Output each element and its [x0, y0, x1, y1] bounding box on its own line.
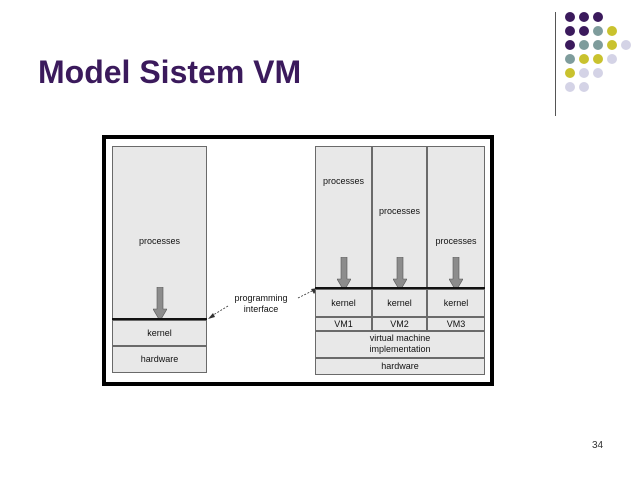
left-kernel-label: kernel — [147, 328, 172, 338]
left-processes-label: processes — [138, 236, 181, 246]
vm-model-diagram: processes kernel hardware programming in… — [102, 135, 494, 386]
decorative-dot — [565, 82, 575, 92]
vm2-call-arrow-icon — [393, 257, 407, 291]
decorative-dot — [579, 82, 589, 92]
right-hardware-box — [315, 358, 485, 375]
vm2-label: VM2 — [390, 319, 409, 329]
vm2-kernel-label: kernel — [387, 298, 412, 308]
decorative-dot — [565, 68, 575, 78]
vm2-label-box — [372, 317, 427, 331]
vm-implementation-box — [315, 331, 485, 358]
left-call-arrow-icon — [153, 287, 167, 321]
diagram-canvas: processes kernel hardware programming in… — [106, 139, 490, 382]
decorative-dot-grid — [565, 10, 635, 105]
vm3-kernel-label: kernel — [443, 298, 469, 308]
vm3-label-box — [427, 317, 485, 331]
right-hardware-label: hardware — [381, 361, 419, 371]
decorative-dot — [621, 40, 631, 50]
programming-interface-line2: interface — [243, 304, 279, 314]
programming-interface-line1: programming — [234, 293, 288, 303]
vm1-label-box — [315, 317, 372, 331]
decorative-dot — [593, 26, 603, 36]
interface-pointer-arrows-icon — [208, 288, 318, 319]
decorative-dot — [579, 40, 589, 50]
vm-implementation-line1: virtual machine — [369, 333, 431, 343]
vm1-processes-label: processes — [322, 176, 365, 186]
vm-implementation-line2: implementation — [369, 344, 431, 354]
left-hardware-label: hardware — [140, 354, 179, 364]
decorative-dot — [593, 68, 603, 78]
vm3-call-arrow-icon — [449, 257, 463, 291]
left-interface-line — [112, 318, 207, 320]
left-kernel-box — [112, 320, 207, 346]
vm1-kernel-box — [315, 289, 372, 317]
decorative-dot — [579, 68, 589, 78]
vm2-kernel-box — [372, 289, 427, 317]
decorative-dot — [579, 26, 589, 36]
decorative-dot — [579, 54, 589, 64]
decorative-dot — [593, 54, 603, 64]
vm3-kernel-box — [427, 289, 485, 317]
divider-line — [555, 12, 556, 116]
decorative-dot — [607, 54, 617, 64]
vm1-call-arrow-icon — [337, 257, 351, 291]
vm3-processes-label: processes — [435, 236, 477, 246]
slide-number: 34 — [592, 440, 604, 451]
right-interface-line — [315, 287, 485, 289]
slide-title: Model Sistem VM — [38, 54, 302, 90]
vm2-processes-label: processes — [378, 206, 421, 216]
right-vm2-processes-box — [372, 146, 427, 288]
decorative-dot — [607, 26, 617, 36]
decorative-dot — [565, 54, 575, 64]
decorative-dot — [607, 40, 617, 50]
decorative-dot — [565, 12, 575, 22]
decorative-dot — [579, 12, 589, 22]
left-hardware-box — [112, 346, 207, 373]
decorative-dot — [565, 40, 575, 50]
decorative-dot — [565, 26, 575, 36]
vm3-label: VM3 — [446, 319, 466, 329]
vm1-label: VM1 — [334, 319, 353, 329]
vm1-kernel-label: kernel — [331, 298, 356, 308]
decorative-dot — [593, 40, 603, 50]
decorative-dot — [593, 12, 603, 22]
